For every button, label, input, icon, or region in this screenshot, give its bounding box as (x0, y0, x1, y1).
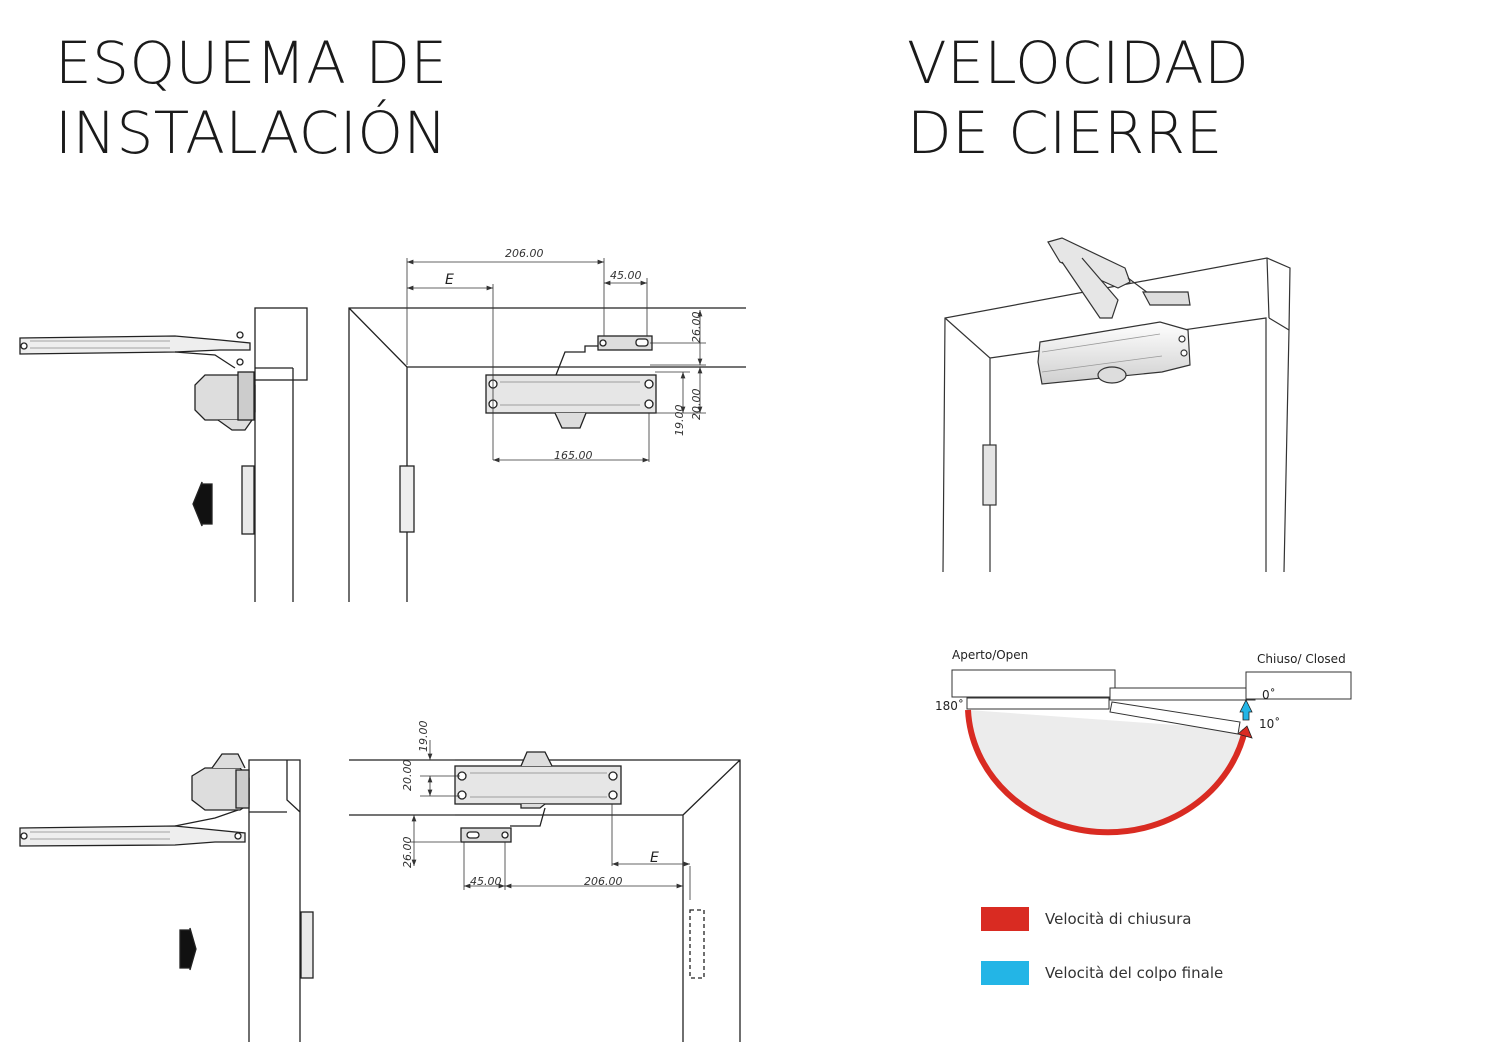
installation-title-line2: INSTALACIÓN (55, 99, 448, 167)
push-direction-arrow-icon (179, 927, 197, 971)
bottom-dimension-lines (410, 740, 691, 900)
legend-swatch-final-stroke (981, 961, 1029, 985)
top-dimension-lines (406, 258, 706, 463)
legend-label-final-stroke: Velocità del colpo finale (1045, 964, 1224, 982)
angle-0-label: 0˚ (1262, 687, 1276, 702)
pull-direction-arrow-icon (192, 481, 213, 527)
bottom-dim-19: 19.00 (417, 721, 430, 753)
closer-arm (1047, 237, 1131, 289)
top-dim-45: 45.00 (610, 269, 642, 282)
hinge-icon (300, 911, 314, 979)
closer-arm (19, 825, 246, 847)
top-dim-e: E (445, 272, 454, 288)
top-side-view (19, 307, 308, 602)
installation-title-line1: ESQUEMA DE (55, 29, 448, 97)
closer-arm (19, 335, 251, 355)
closing-speed-arc (965, 709, 1248, 836)
top-dim-20: 20.00 (690, 389, 703, 421)
top-front-view (348, 307, 746, 602)
final-stroke-arrow-icon (1239, 699, 1253, 721)
legend-swatch-closing-speed (981, 907, 1029, 931)
installation-title: ESQUEMA DE INSTALACIÓN (55, 28, 448, 168)
closed-label: Chiuso/ Closed (1257, 652, 1346, 666)
closer-body (454, 765, 622, 805)
door-leaf-closed (1109, 687, 1256, 701)
open-door-panel (951, 669, 1116, 698)
bottom-front-view (349, 751, 741, 1042)
closed-frame-panel (1245, 671, 1352, 700)
angle-10-label: 10˚ (1259, 716, 1280, 731)
perspective-closer-drawing (942, 237, 1291, 573)
top-dim-19: 19.00 (673, 405, 686, 437)
sweep-area (968, 710, 1245, 833)
open-label: Aperto/Open (952, 648, 1028, 662)
closer-body (1037, 321, 1191, 385)
bottom-dim-206: 206.00 (584, 875, 623, 888)
bottom-dim-e: E (650, 850, 659, 866)
bottom-dim-20: 20.00 (401, 760, 414, 792)
closing-speed-title-line2: DE CIERRE (907, 99, 1223, 167)
closing-arrow-icon (1237, 725, 1253, 739)
top-dim-165: 165.00 (554, 449, 593, 462)
top-dim-206: 206.00 (505, 247, 544, 260)
bottom-side-view (19, 753, 314, 1042)
closing-speed-title-line1: VELOCIDAD (907, 29, 1250, 97)
bottom-dim-26: 26.00 (401, 837, 414, 869)
hinge-icon (241, 465, 255, 535)
bottom-dim-45: 45.00 (470, 875, 502, 888)
closer-valve (1097, 366, 1127, 384)
legend-label-closing-speed: Velocità di chiusura (1045, 910, 1192, 928)
hinge-icon (399, 465, 415, 533)
closing-speed-title: VELOCIDAD DE CIERRE (907, 28, 1249, 168)
hinge-icon (982, 444, 997, 506)
arm-shoe (1141, 291, 1191, 306)
hinge-icon (689, 909, 705, 979)
top-dim-26: 26.00 (690, 312, 703, 344)
angle-180-label: 180˚ (935, 698, 964, 713)
closer-body (485, 374, 657, 414)
speed-diagram (951, 669, 1352, 836)
door-leaf-open (966, 697, 1110, 710)
door-leaf-10deg (1109, 701, 1241, 735)
